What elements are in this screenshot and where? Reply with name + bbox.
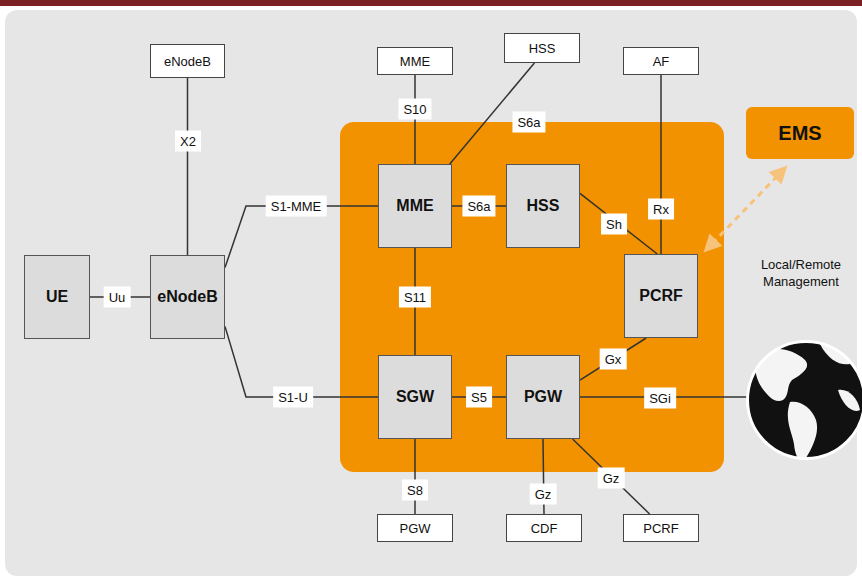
interface-label: Gz (530, 484, 557, 505)
node-label: UE (46, 288, 68, 306)
enodeb-box: eNodeB (150, 255, 225, 339)
node-label: PGW (399, 521, 430, 536)
network-element-box: HSS (504, 33, 580, 63)
interface-label: Gz (598, 468, 625, 489)
interface-label: S1-MME (266, 196, 327, 217)
interface-line (414, 439, 416, 514)
node-label: PCRF (639, 287, 683, 305)
interface-label: S1-U (273, 387, 313, 408)
epc-region (340, 122, 724, 472)
interface-label: S5 (466, 387, 492, 408)
node-label: eNodeB (164, 54, 211, 69)
interface-label: Sh (601, 214, 627, 235)
network-element-box: PCRF (623, 514, 699, 542)
network-element-box: eNodeB (150, 44, 225, 78)
core-box: PGW (506, 355, 580, 439)
node-label: CDF (531, 521, 558, 536)
top-bar (0, 0, 862, 6)
interface-label: SGi (644, 388, 676, 409)
node-label: HSS (529, 41, 556, 56)
node-label: PGW (524, 388, 562, 406)
node-label: PCRF (643, 521, 678, 536)
interface-label: S8 (402, 480, 428, 501)
management-note: Local/Remote Management (748, 257, 854, 291)
interface-line (187, 78, 189, 255)
interface-label: Rx (648, 199, 674, 220)
network-element-box: PGW (377, 514, 453, 542)
globe-icon (746, 340, 862, 461)
core-box: SGW (378, 355, 452, 439)
node-label: AF (653, 54, 670, 69)
interface-label: S6a (512, 112, 545, 133)
interface-line (573, 439, 650, 514)
node-label: HSS (527, 197, 560, 215)
ems-box: EMS (746, 107, 854, 159)
network-element-box: AF (623, 47, 699, 75)
interface-label: Gx (600, 349, 627, 370)
core-box: HSS (506, 164, 580, 248)
node-label: SGW (396, 388, 434, 406)
interface-label: S6a (462, 196, 495, 217)
ue-box: UE (24, 255, 90, 339)
management-arrow (706, 168, 785, 250)
core-box: PCRF (624, 254, 698, 338)
interface-line (580, 338, 646, 380)
interface-line (660, 75, 662, 254)
node-label: MME (400, 54, 430, 69)
core-box: MME (378, 164, 452, 248)
network-element-box: CDF (506, 514, 582, 542)
interface-line (580, 193, 657, 254)
interface-label: Uu (104, 287, 131, 308)
interface-label: S10 (398, 99, 431, 120)
node-label: MME (396, 197, 433, 215)
node-label: EMS (778, 122, 821, 145)
interface-label: X2 (175, 131, 201, 152)
panel (5, 10, 857, 576)
interface-label: S11 (399, 287, 431, 308)
interface-line (414, 75, 416, 164)
network-element-box: MME (377, 47, 453, 75)
node-label: eNodeB (157, 288, 217, 306)
